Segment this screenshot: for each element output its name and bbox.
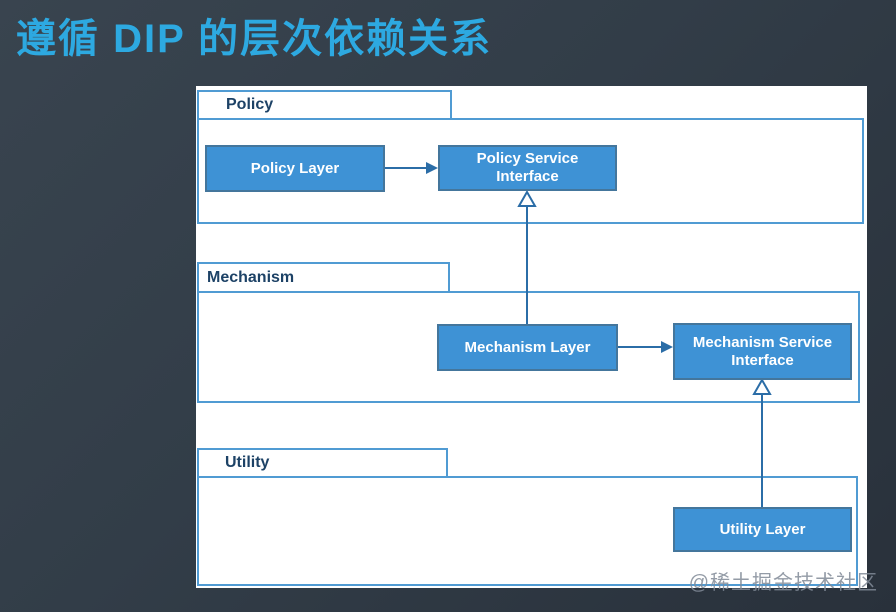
node-label: Policy Layer	[250, 159, 340, 177]
node-mechanism-layer: Mechanism Layer	[437, 324, 618, 371]
package-label-mechanism: Mechanism	[207, 268, 295, 286]
node-policy-layer: Policy Layer	[205, 145, 385, 192]
node-label: Mechanism Service Interface	[692, 333, 833, 369]
node-utility-layer: Utility Layer	[673, 507, 852, 552]
node-label: Utility Layer	[719, 520, 806, 538]
package-label-utility: Utility	[225, 454, 270, 471]
node-label: Mechanism Layer	[464, 338, 591, 356]
node-policy-service-interface: Policy Service Interface	[438, 145, 617, 191]
node-label: Policy Service Interface	[476, 150, 579, 185]
watermark: @稀土掘金技术社区	[688, 572, 878, 594]
diagram-canvas: Policy Mechanism Utility Poli	[196, 86, 867, 588]
package-tab-policy: Policy	[197, 90, 452, 118]
node-mechanism-service-interface: Mechanism Service Interface	[673, 323, 852, 380]
package-tab-utility: Utility	[197, 448, 448, 476]
package-tab-mechanism: Mechanism	[197, 262, 450, 291]
package-label-policy: Policy	[226, 96, 274, 113]
slide-title: 遵循 DIP 的层次依赖关系	[16, 17, 493, 61]
